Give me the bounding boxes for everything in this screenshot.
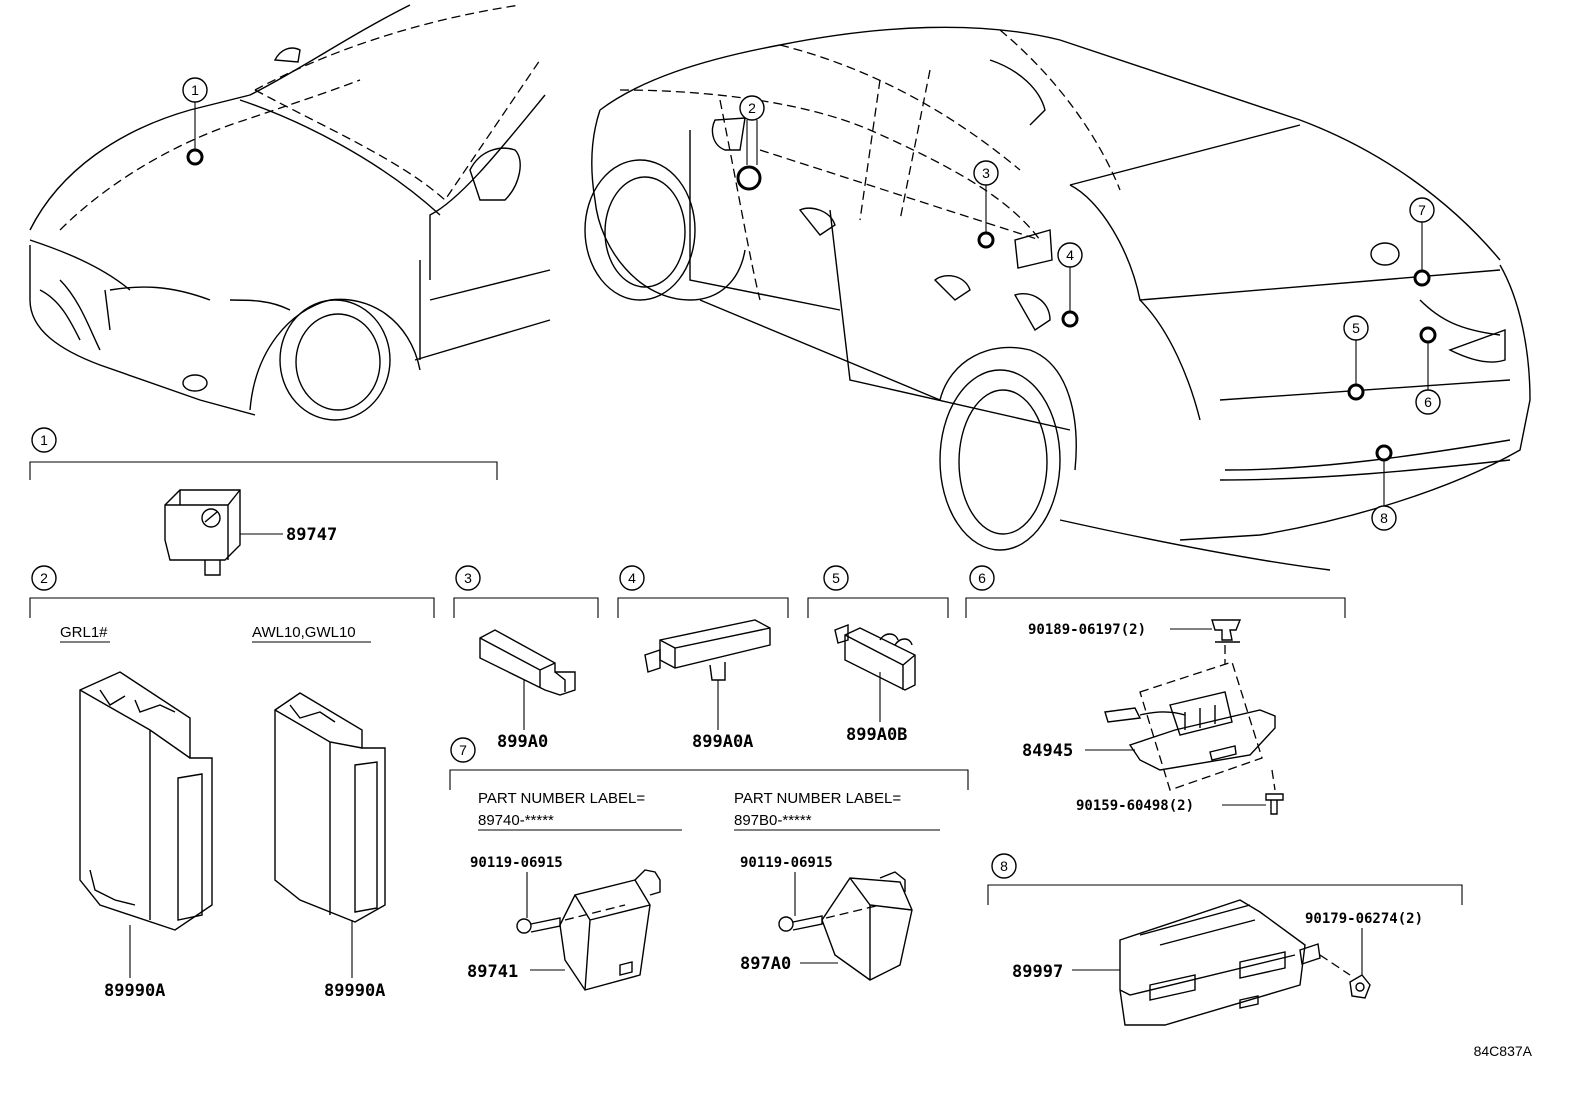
part-number-89990a-left[interactable]: 89990A: [104, 981, 165, 1001]
ecu-89990a-right[interactable]: [274, 692, 386, 923]
svg-text:7: 7: [1418, 202, 1426, 218]
clip-90189-06197[interactable]: [1211, 619, 1242, 643]
receiver-89741[interactable]: [559, 869, 661, 991]
group-2: 2 GRL1# AWL10,GWL10 89990A 89990A: [29, 565, 435, 1001]
part-number-90119-06915-left[interactable]: 90119-06915: [470, 855, 563, 871]
part-number-899a0[interactable]: 899A0: [497, 732, 548, 752]
bolt-90119-06915-left[interactable]: [516, 917, 561, 934]
rear-car-illustration: [584, 26, 1531, 571]
nut-90179-06274[interactable]: [1349, 974, 1371, 999]
callout-marker-2[interactable]: 2: [736, 95, 765, 191]
svg-text:4: 4: [628, 570, 636, 586]
svg-text:6: 6: [978, 570, 986, 586]
part-number-90189-06197[interactable]: 90189-06197(2): [1028, 622, 1146, 638]
receiver-89997[interactable]: [1119, 899, 1321, 1026]
antenna-899a0b[interactable]: [834, 623, 916, 691]
callout-marker-8[interactable]: 8: [1371, 444, 1397, 531]
svg-text:2: 2: [748, 100, 756, 116]
part-number-899a0a[interactable]: 899A0A: [692, 732, 753, 752]
group-3: 3 899A0: [453, 565, 599, 752]
group-1: 1 89747: [29, 427, 498, 576]
front-car-illustration: [29, 4, 551, 421]
part-number-89747[interactable]: 89747: [286, 525, 337, 545]
part-number-897a0[interactable]: 897A0: [740, 954, 791, 974]
antenna-899a0[interactable]: [479, 629, 576, 696]
group-7: 7 PART NUMBER LABEL= 89740-***** PART NU…: [449, 737, 969, 991]
callout-marker-5[interactable]: 5: [1343, 315, 1369, 401]
svg-text:8: 8: [1000, 858, 1008, 874]
callout-marker-6[interactable]: 6: [1415, 326, 1441, 415]
group-5: 5 899A0B: [807, 565, 949, 745]
svg-text:2: 2: [40, 570, 48, 586]
svg-text:1: 1: [191, 82, 199, 98]
group-4: 4 899A0A: [617, 565, 789, 752]
part-number-899a0b[interactable]: 899A0B: [846, 725, 907, 745]
part-number-label-right-value: 897B0-*****: [734, 812, 812, 829]
svg-text:8: 8: [1380, 510, 1388, 526]
ecu-89990a-left[interactable]: [79, 671, 213, 931]
variant-label-awl10-gwl10: AWL10,GWL10: [252, 624, 356, 641]
receiver-897a0[interactable]: [821, 871, 913, 981]
callout-marker-3[interactable]: 3: [973, 160, 999, 249]
svg-text:3: 3: [982, 165, 990, 181]
svg-text:1: 1: [40, 432, 48, 448]
callout-marker-1[interactable]: 1: [182, 77, 208, 166]
svg-text:7: 7: [459, 742, 467, 758]
callout-markers: 1 2 3 4 5: [182, 77, 1441, 531]
diagram-reference-code: 84C837A: [1474, 1043, 1533, 1059]
antenna-899a0a[interactable]: [644, 619, 771, 681]
bolt-90119-06915-right[interactable]: [778, 915, 823, 932]
part-number-label-left-value: 89740-*****: [478, 812, 554, 829]
svg-text:5: 5: [832, 570, 840, 586]
part-number-89990a-right[interactable]: 89990A: [324, 981, 385, 1001]
part-number-90119-06915-right[interactable]: 90119-06915: [740, 855, 833, 871]
variant-label-grl1: GRL1#: [60, 624, 108, 641]
svg-text:3: 3: [464, 570, 472, 586]
callout-marker-4[interactable]: 4: [1057, 242, 1083, 328]
part-number-label-right: PART NUMBER LABEL=: [734, 790, 901, 807]
part-number-label-left: PART NUMBER LABEL=: [478, 790, 645, 807]
part-number-89997[interactable]: 89997: [1012, 962, 1063, 982]
group-8: 8 89997 90179-06274(2): [987, 853, 1463, 1026]
svg-text:4: 4: [1066, 247, 1074, 263]
sensor-89747[interactable]: [164, 489, 241, 576]
svg-text:5: 5: [1352, 320, 1360, 336]
part-number-84945[interactable]: 84945: [1022, 741, 1073, 761]
part-number-90159-60498[interactable]: 90159-60498(2): [1076, 798, 1194, 814]
svg-text:6: 6: [1424, 394, 1432, 410]
callout-marker-7[interactable]: 7: [1409, 197, 1435, 287]
handle-switch-84945[interactable]: [1104, 661, 1276, 791]
part-number-89741[interactable]: 89741: [467, 962, 518, 982]
screw-90159-60498[interactable]: [1265, 793, 1284, 815]
part-number-90179-06274[interactable]: 90179-06274(2): [1305, 911, 1423, 927]
group-6: 6 90189-06197(2) 84945 90159-60498(2): [965, 565, 1346, 815]
